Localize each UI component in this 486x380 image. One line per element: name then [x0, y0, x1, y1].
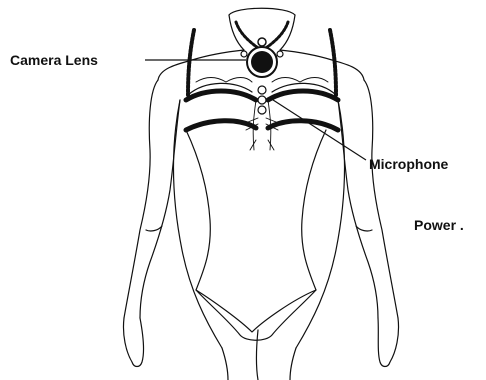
camera-lens-label: Camera Lens	[10, 53, 98, 67]
mannequin-right-arm	[338, 80, 399, 367]
left-strap	[188, 30, 194, 95]
power-label: Power .	[414, 218, 464, 232]
mannequin-legs	[222, 330, 296, 380]
bodysuit	[186, 130, 326, 340]
right-strap	[330, 30, 336, 95]
microphone-label: Microphone	[369, 157, 448, 171]
microphone-leader-line	[270, 98, 366, 160]
camera-lens-pendant	[241, 38, 283, 77]
mannequin-left-arm	[123, 80, 180, 367]
microphone-beads	[258, 86, 266, 114]
